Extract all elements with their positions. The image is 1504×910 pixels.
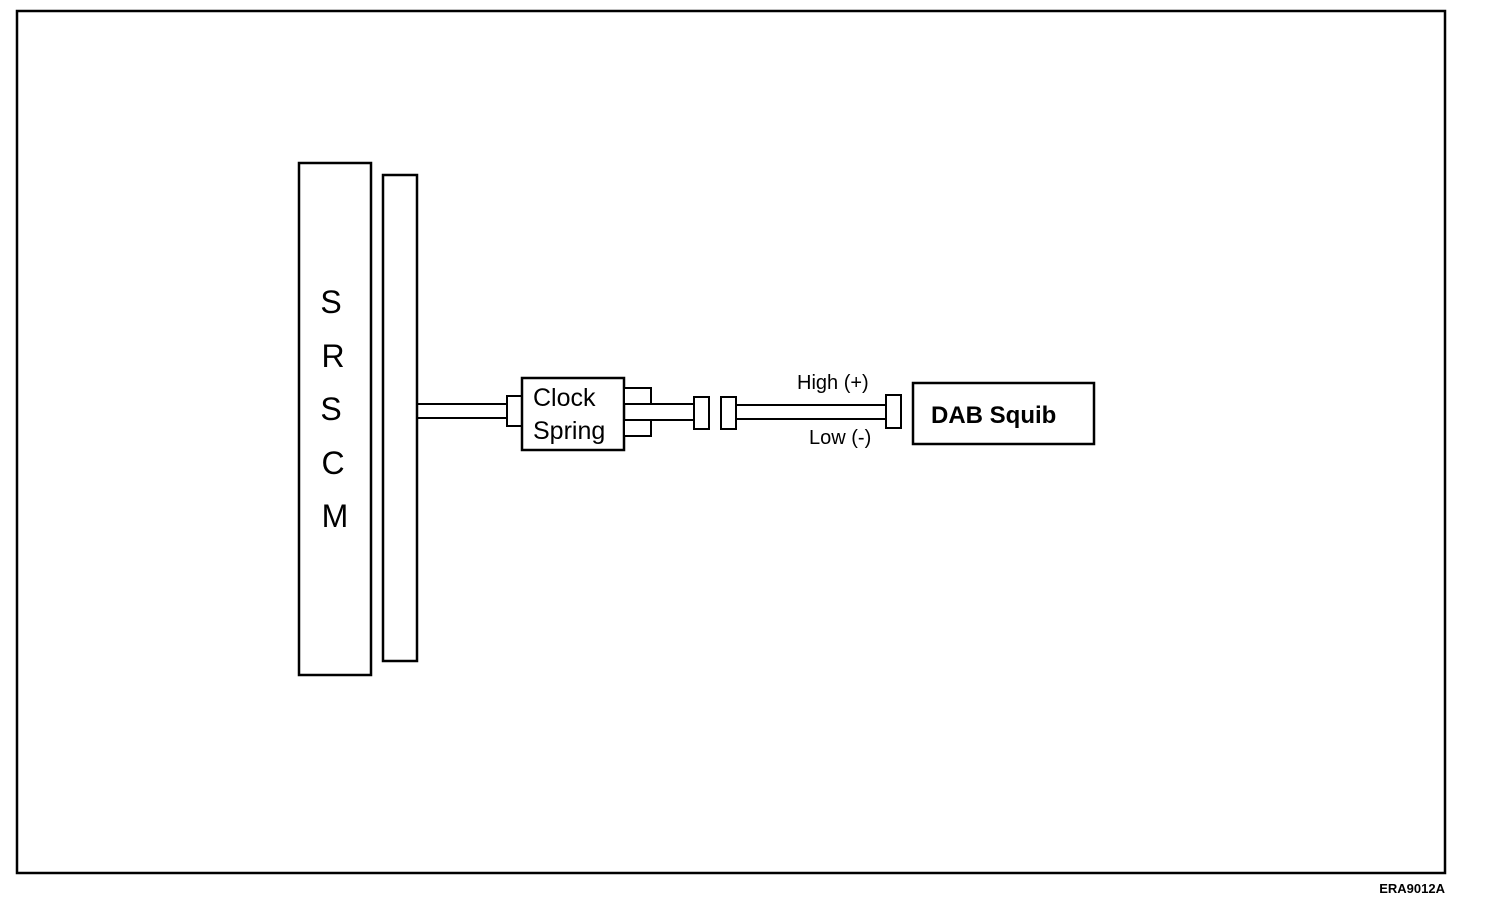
srscm-letter-1: S (320, 284, 341, 320)
figure-reference: ERA9012A (1379, 881, 1445, 896)
connector-half-left (693, 396, 710, 430)
dab-squib: DAB Squib (911, 381, 1096, 446)
clock-spring-label-line1: Clock (533, 384, 596, 412)
squib-connector (885, 394, 902, 429)
srscm-letter-5: M (322, 498, 349, 534)
wire-high-label: High (+) (797, 372, 869, 394)
wire-pair-high-low (736, 404, 886, 420)
dab-squib-label: DAB Squib (931, 402, 1056, 429)
srscm-module: S R S C M (297, 161, 373, 677)
srscm-connector (381, 173, 419, 663)
clock-spring-label-line2: Spring (533, 417, 605, 445)
dab-squib-box (911, 381, 1096, 446)
srscm-box (297, 161, 373, 677)
clock-spring: Clock Spring (520, 376, 626, 452)
clock-spring-right-terminal-top (623, 387, 652, 405)
clock-spring-box (520, 376, 626, 452)
clock-spring-left-connector (506, 395, 523, 427)
clock-spring-right-terminal-bottom (623, 419, 652, 437)
srscm-letter-3: S (320, 391, 341, 427)
wire-pair-srscm-to-clock-spring (417, 403, 507, 419)
srscm-letter-4: C (321, 445, 344, 481)
diagram-frame (15, 9, 1447, 875)
wire-pair-clock-spring-to-connector (651, 403, 694, 421)
connector-half-right (720, 396, 737, 430)
srscm-letter-2: R (321, 338, 344, 374)
wire-low-label: Low (-) (809, 427, 871, 449)
